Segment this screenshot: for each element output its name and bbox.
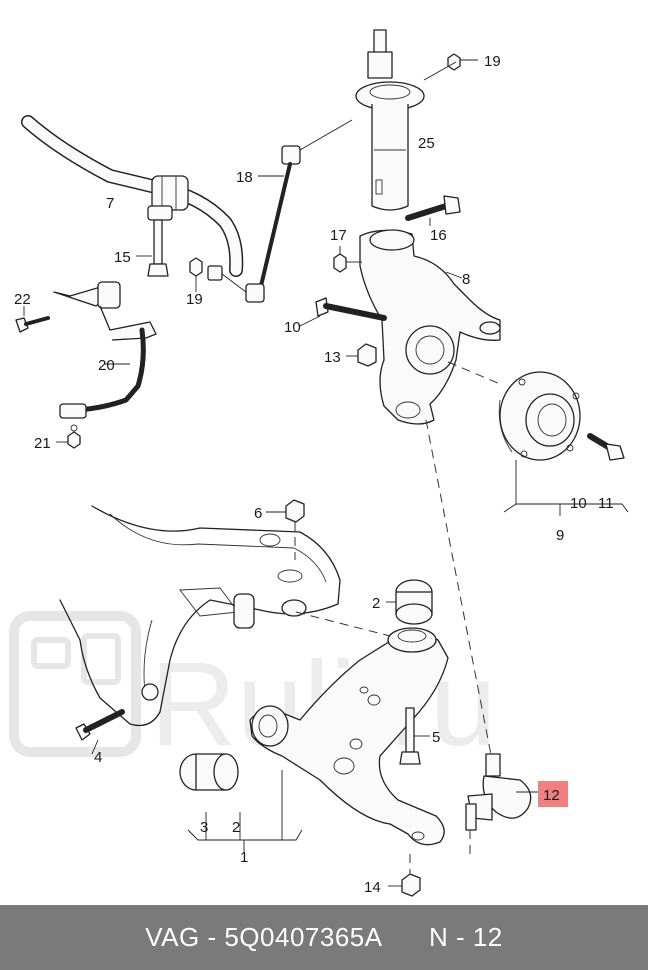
callout-10-left: 10 (284, 319, 301, 336)
callout-19-top: 19 (484, 53, 501, 70)
callout-3: 3 (200, 819, 208, 836)
callout-21: 21 (34, 435, 51, 452)
callout-25: 25 (418, 135, 435, 152)
footer-separator: - (199, 922, 225, 952)
bolt-4 (75, 709, 125, 755)
callout-13: 13 (324, 349, 341, 366)
bolt-15 (136, 219, 169, 277)
footer-part-number: 5Q0407365A (224, 922, 383, 952)
callout-16: 16 (430, 227, 447, 244)
nut-13 (346, 343, 377, 367)
control-arm (249, 627, 449, 846)
callout-12: 12 (543, 787, 560, 804)
nut-14 (388, 854, 421, 897)
bracket-1 (187, 770, 303, 852)
callout-7: 7 (106, 195, 114, 212)
callout-17: 17 (330, 227, 347, 244)
rear-bushing (295, 579, 433, 637)
callout-5: 5 (432, 729, 440, 746)
callout-2-front: 2 (232, 819, 240, 836)
level-sender (15, 281, 157, 449)
front-bushing (179, 753, 239, 791)
parts-diagram: Ruli.ru (9, 29, 629, 897)
nut-17 (333, 246, 362, 273)
callout-11: 11 (598, 495, 614, 512)
bolt-11 (587, 433, 625, 461)
callout-14: 14 (364, 879, 381, 896)
mount-bushing (233, 593, 255, 629)
top-nut (447, 53, 478, 71)
footer-position-label: N - 12 (428, 922, 503, 952)
part-footer: VAG - 5Q0407365A N - 12 (0, 905, 648, 970)
axis-hub (447, 361, 501, 385)
callout-8: 8 (462, 271, 470, 288)
axis-balljoint (425, 419, 493, 761)
footer-brand: VAG (145, 922, 200, 952)
callout-4: 4 (94, 749, 102, 766)
bolt-16 (405, 195, 461, 226)
wheel-bearing-housing (359, 229, 501, 425)
callout-19-lower: 19 (186, 291, 203, 308)
callout-10-right: 10 (570, 495, 587, 512)
callout-1: 1 (240, 849, 248, 866)
bracket-9 (503, 460, 629, 516)
nut-19-lower (189, 257, 247, 293)
callout-2-rear: 2 (372, 595, 380, 612)
callout-18: 18 (236, 169, 253, 186)
nut-6 (266, 499, 305, 560)
highlight-box (538, 781, 568, 807)
subframe (59, 505, 341, 727)
coupling-rod (245, 119, 353, 303)
callout-6: 6 (254, 505, 262, 522)
callout-22: 22 (14, 291, 31, 308)
strut-assembly (355, 29, 425, 211)
callout-15: 15 (114, 249, 131, 266)
bolt-5 (399, 707, 430, 765)
wheel-hub (498, 371, 581, 461)
callout-9: 9 (556, 527, 564, 544)
callout-20: 20 (98, 357, 115, 374)
stabilizer-bar (21, 115, 244, 277)
bolt-10-left (299, 297, 387, 327)
ball-joint (465, 753, 540, 860)
